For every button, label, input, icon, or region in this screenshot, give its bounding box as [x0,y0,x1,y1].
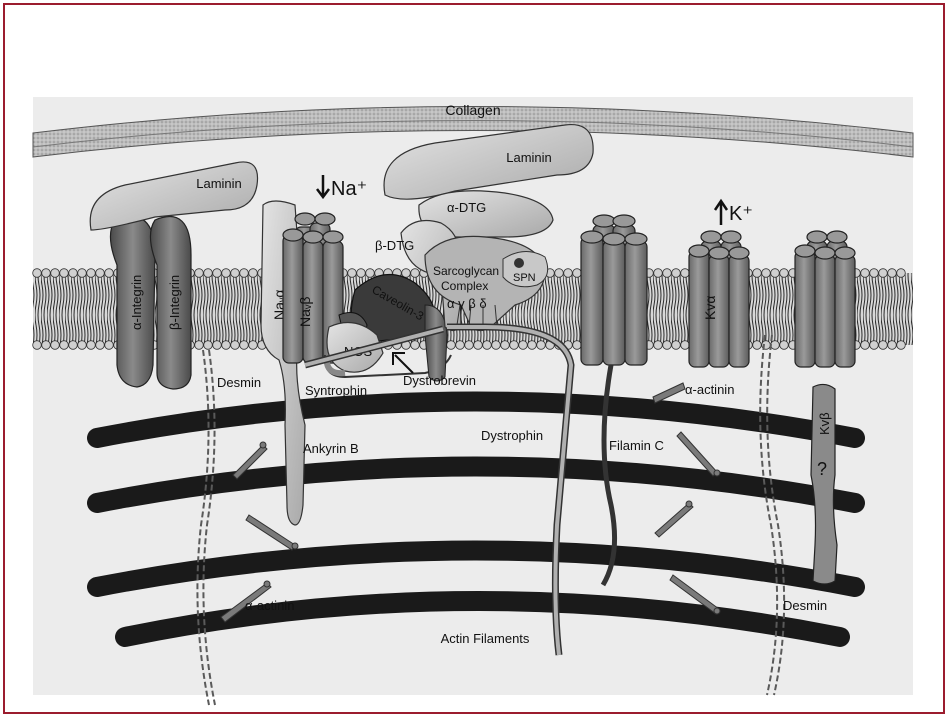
alpha-dtg-label: α-DTG [447,200,486,215]
desmin-right-label: Desmin [783,598,827,613]
kv-alpha-label: Kvα [702,296,718,320]
figure-frame: Collagen α-Integrin β-Integrin [3,3,945,714]
alpha-actinin-right-label: α-actinin [685,382,734,397]
kv-alpha-channel [689,231,749,367]
sarcoglycan-label-line2: Complex [441,279,488,293]
kv-beta-label: Kvβ [817,412,832,435]
spn-label: SPN [513,272,536,284]
laminin-right-label: Laminin [506,150,552,165]
nav-beta-label: Naᵥβ [297,297,313,327]
k-ion-label: K⁺ [729,203,753,225]
sarcoglycan-subunits-label: α γ β δ [447,296,487,311]
sarcolemma-protein-diagram: Collagen α-Integrin β-Integrin [5,5,943,712]
na-ion-label: Na⁺ [331,178,367,200]
syntrophin-label: Syntrophin [305,383,367,398]
beta-integrin-label: β-Integrin [167,275,182,330]
dystrobrevin-label: Dystrobrevin [403,373,476,388]
alpha-integrin-label: α-Integrin [129,275,144,330]
filamin-c-label: Filamin C [609,438,664,453]
beta-dtg-label: β-DTG [375,238,414,253]
alpha-actinin-left-label: α-actinin [245,598,294,613]
sarcoglycan-label-line1: Sarcoglycan [433,264,499,278]
question-mark-label: ? [817,459,827,479]
desmin-left-label: Desmin [217,375,261,390]
dystrophin-label: Dystrophin [481,428,543,443]
collagen-label: Collagen [445,102,500,118]
actin-filaments-label: Actin Filaments [441,631,530,646]
laminin-left-label: Laminin [196,176,242,191]
ankyrin-b-label: Ankyrin B [303,441,359,456]
